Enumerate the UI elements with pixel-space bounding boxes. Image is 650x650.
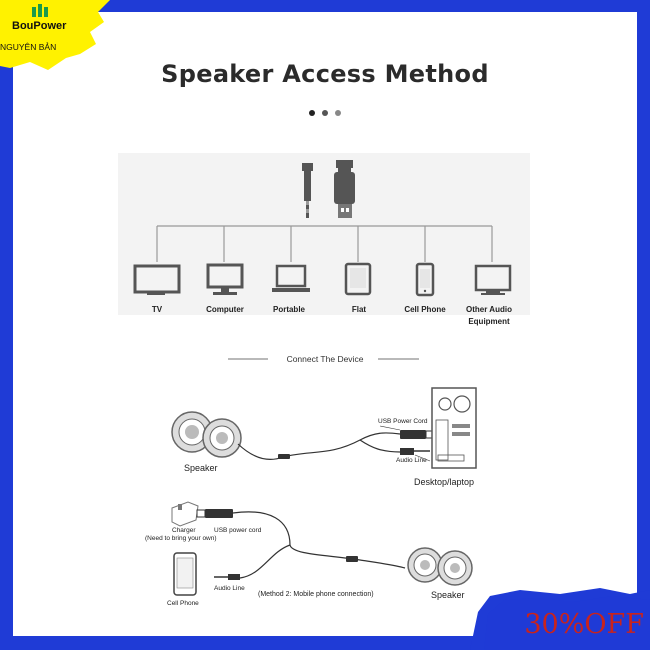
- device-label-flat: Flat: [351, 305, 367, 314]
- desktop-tower-icon: [431, 387, 477, 469]
- promo-text: 30%OFF: [524, 609, 644, 640]
- cell-phone-label: Cell Phone: [167, 600, 199, 607]
- audio-line-label: Audio Line: [396, 457, 427, 464]
- speaker-pair-icon: [171, 411, 242, 458]
- usb-plug-icon: [334, 160, 355, 218]
- device-label-portable: Portable: [272, 305, 305, 314]
- audio-line-label: Audio Line: [214, 585, 245, 592]
- promo-badge: [470, 588, 650, 650]
- device-label-other-audio: Other Audio Equipment: [466, 305, 512, 326]
- device-label-tv: TV: [151, 305, 163, 314]
- carousel-dots[interactable]: [305, 110, 345, 118]
- promo-area: 30%OFF: [460, 588, 650, 650]
- cell-phone-icon: [415, 262, 435, 297]
- charger-note-label: (Need to bring your own): [145, 535, 217, 542]
- method-label: (Method 2: Mobile phone connection): [258, 591, 374, 598]
- tablet-icon: [344, 262, 372, 296]
- device-label-cell-phone: Cell Phone: [404, 305, 446, 314]
- audio-equipment-icon: [474, 264, 512, 295]
- brand-badge: [0, 0, 110, 70]
- product-image: [13, 12, 637, 636]
- brand-logo-icon: [32, 4, 48, 17]
- charger-label: Charger: [172, 527, 196, 534]
- cell-phone-icon: [173, 552, 197, 596]
- device-panel: [118, 153, 530, 315]
- speaker-label: Speaker: [431, 590, 465, 600]
- charger-icon: [171, 501, 199, 527]
- speaker-label: Speaker: [184, 463, 218, 473]
- brand-name: BouPower: [12, 20, 67, 32]
- device-label-computer: Computer: [206, 305, 244, 314]
- audio-jack-icon: [302, 163, 313, 218]
- section-title: Connect The Device: [286, 354, 364, 364]
- desktop-laptop-label: Desktop/laptop: [414, 477, 475, 487]
- brand-subtitle: NGUYÊN BẢN: [0, 42, 57, 52]
- page-title: Speaker Access Method: [161, 60, 489, 88]
- computer-monitor-icon: [206, 263, 244, 295]
- speaker-pair-icon: [407, 547, 473, 586]
- usb-power-cord-label: USB Power Cord: [378, 418, 428, 425]
- tv-icon: [133, 264, 181, 295]
- usb-power-cord-label: USB power cord: [214, 527, 262, 534]
- laptop-icon: [272, 264, 310, 292]
- carousel-dot-2[interactable]: [322, 110, 328, 116]
- carousel-dot-1[interactable]: [309, 110, 315, 116]
- carousel-dot-3[interactable]: [335, 110, 341, 116]
